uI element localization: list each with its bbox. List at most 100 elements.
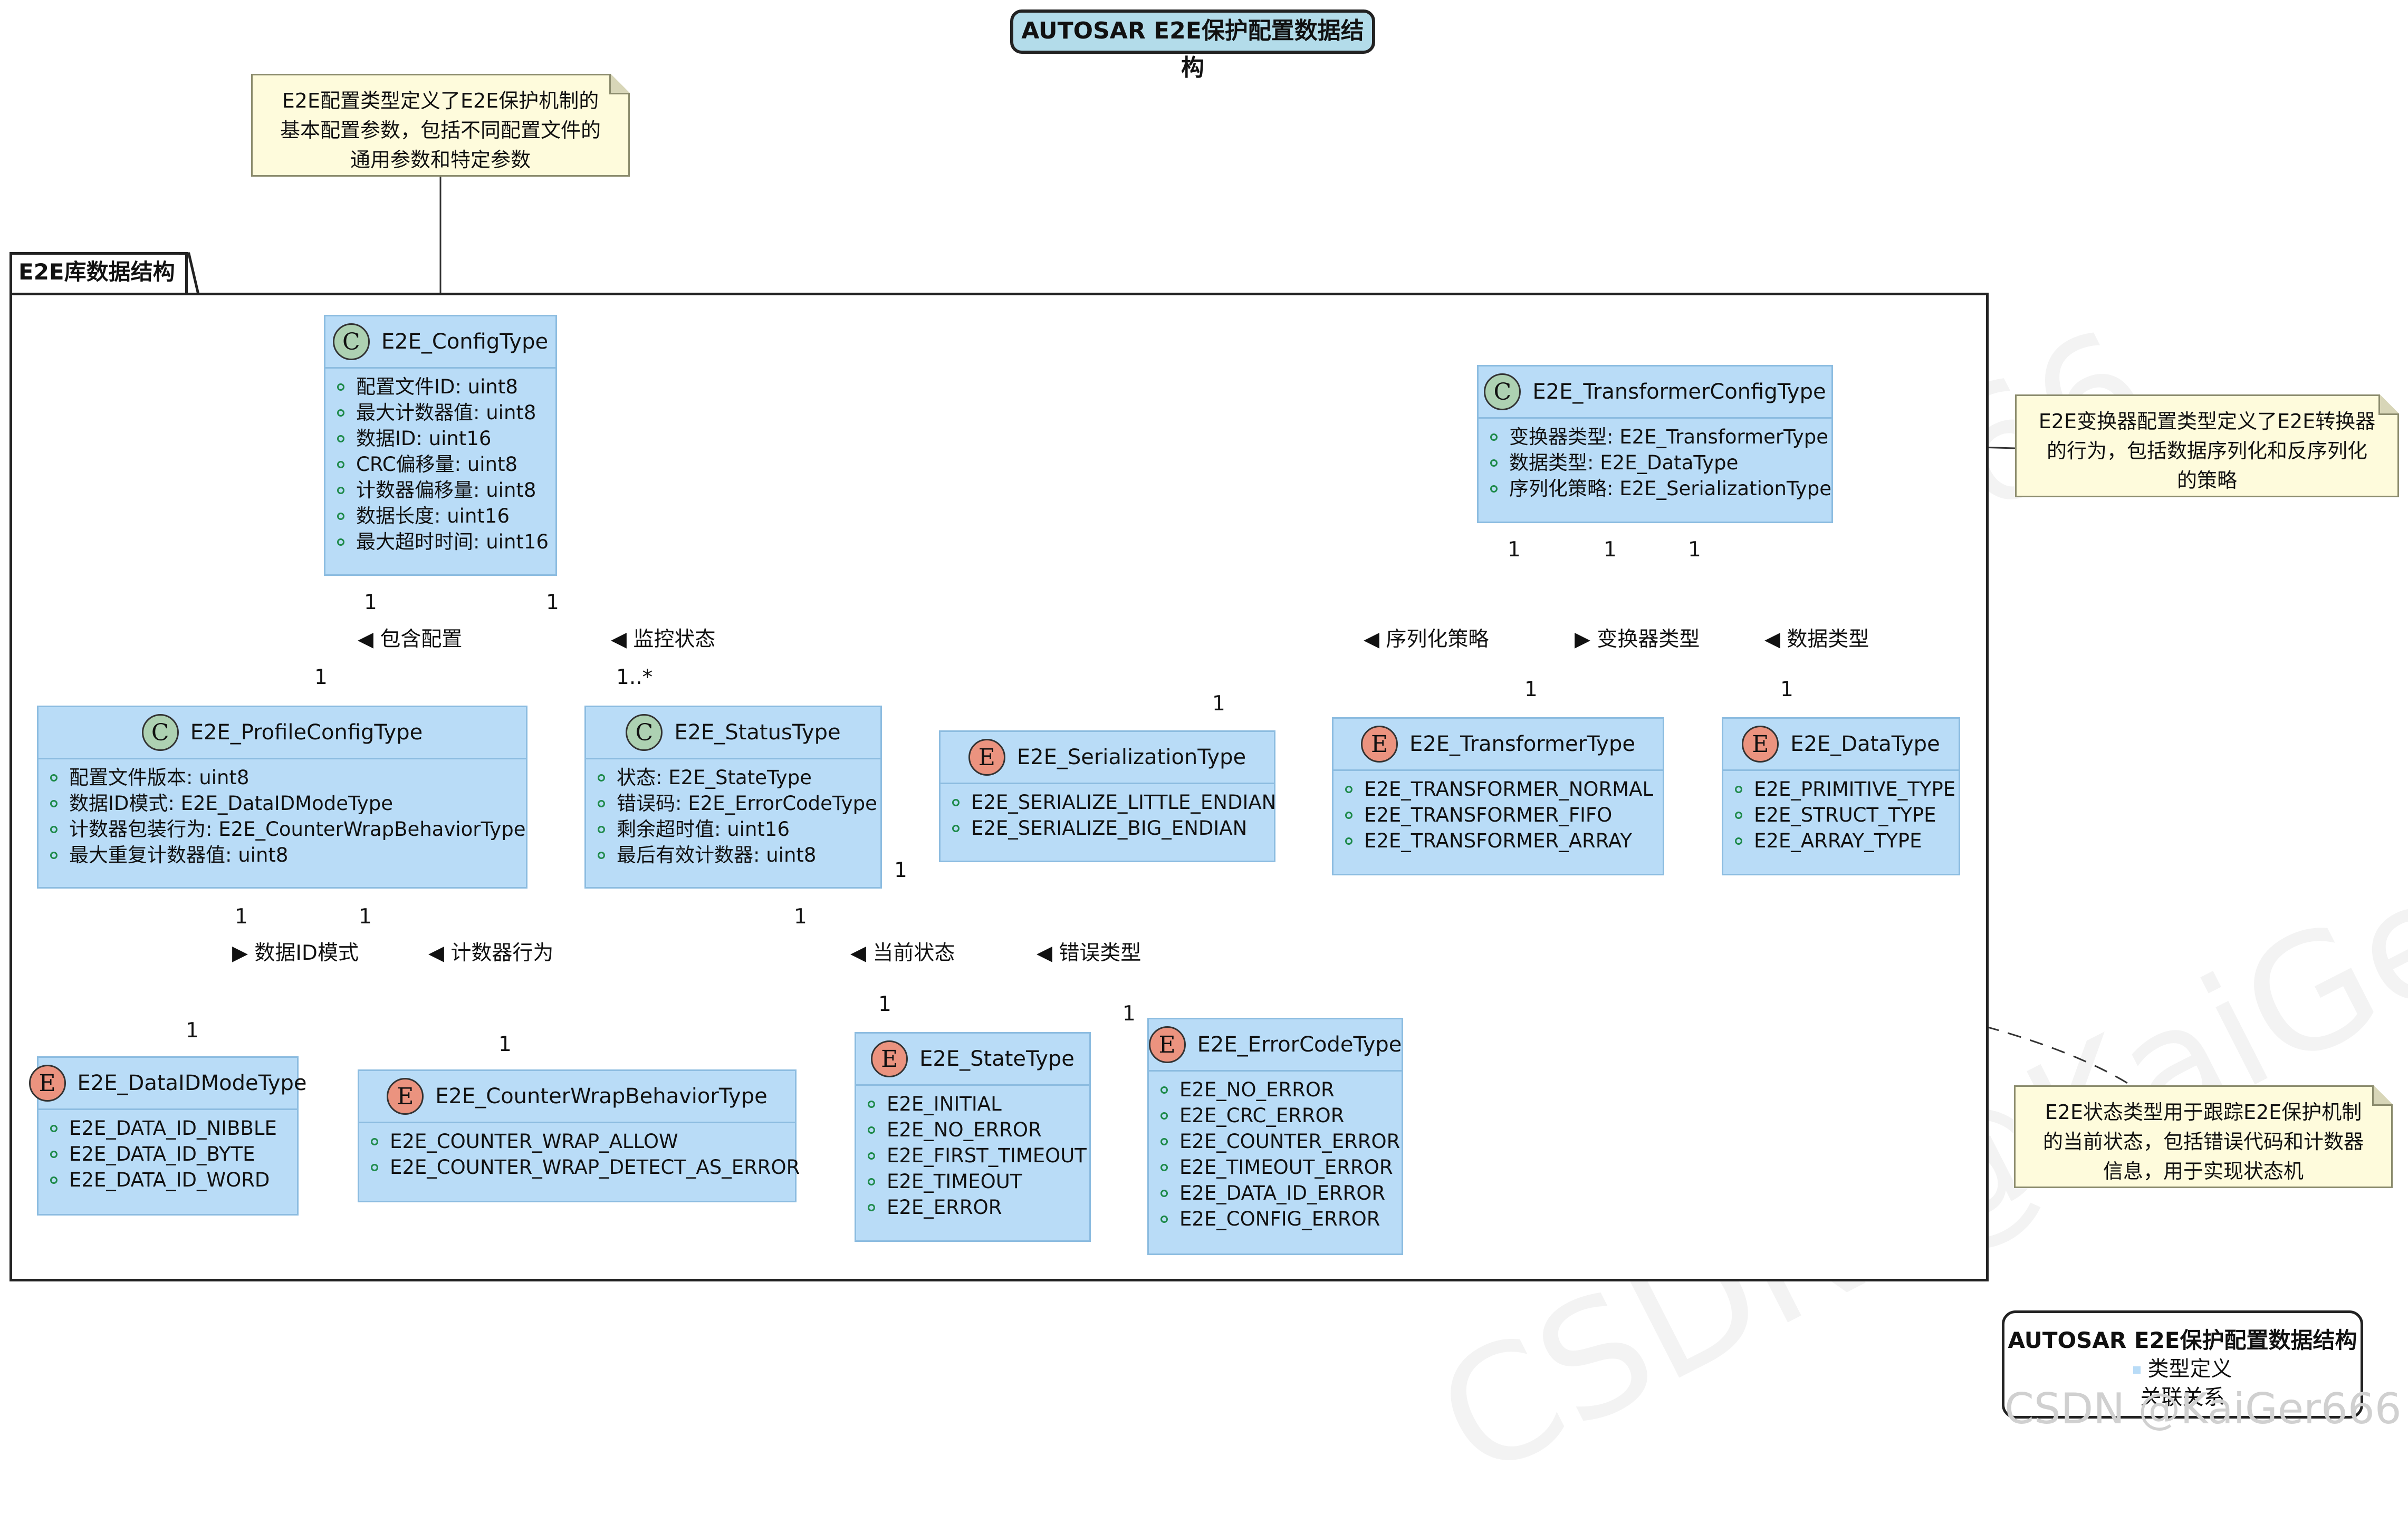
class-name: E2E_DataType: [1790, 732, 1940, 756]
field-item: E2E_COUNTER_WRAP_DETECT_AS_ERROR: [371, 1154, 800, 1180]
field-item: 计数器偏移量: uint8: [337, 477, 555, 503]
enum-serialization[interactable]: E E2E_SerializationType E2E_SERIALIZE_LI…: [939, 730, 1276, 862]
enum-badge-icon: E: [968, 739, 1005, 776]
public-field-icon: [1160, 1215, 1168, 1223]
field-item: 最大重复计数器值: uint8: [50, 842, 526, 868]
field-list: 变换器类型: E2E_TransformerType 数据类型: E2E_Dat…: [1479, 419, 1831, 510]
relation-label-current-state: ◀ 当前状态: [850, 941, 955, 965]
diagram-title: AUTOSAR E2E保护配置数据结构: [1010, 9, 1375, 81]
note-config: E2E配置类型定义了E2E保护机制的 基本配置参数，包括不同配置文件的 通用参数…: [251, 74, 630, 177]
class-name: E2E_StateType: [919, 1047, 1075, 1071]
class-name: E2E_ErrorCodeType: [1197, 1033, 1402, 1057]
multiplicity: 1: [894, 859, 907, 882]
enum-badge-icon: E: [1148, 1026, 1186, 1063]
enum-dataid-mode[interactable]: E E2E_DataIDModeType E2E_DATA_ID_NIBBLE …: [28, 1056, 306, 1216]
direction-arrow-icon: ◀: [850, 941, 866, 965]
field-item: E2E_INITIAL: [868, 1091, 1089, 1117]
field-list: E2E_SERIALIZE_LITTLE_ENDIAN E2E_SERIALIZ…: [941, 784, 1276, 850]
field-item: E2E_ERROR: [868, 1194, 1089, 1220]
multiplicity: 1: [1508, 538, 1521, 562]
public-field-icon: [337, 383, 344, 391]
multiplicity: 1: [186, 1019, 199, 1043]
public-field-icon: [1160, 1189, 1168, 1197]
class-name: E2E_TransformerType: [1409, 732, 1635, 756]
legend-swatch-icon: [2133, 1366, 2141, 1374]
enum-counter-wrap[interactable]: E E2E_CounterWrapBehaviorType E2E_COUNTE…: [358, 1069, 800, 1202]
public-field-icon: [337, 409, 344, 417]
multiplicity: 1: [546, 591, 559, 614]
note-connector-status: [881, 881, 2129, 1085]
public-field-icon: [337, 486, 344, 494]
multiplicity: 1..*: [616, 666, 653, 689]
public-field-icon: [50, 825, 57, 833]
watermark-corner: CSDN @KaiGer666: [2004, 1384, 2402, 1433]
class-badge-icon: C: [1484, 373, 1521, 410]
class-transformer-config[interactable]: C E2E_TransformerConfigType 变换器类型: E2E_T…: [1477, 365, 1833, 523]
field-item: 序列化策略: E2E_SerializationType: [1490, 476, 1831, 502]
class-status[interactable]: C E2E_StatusType 状态: E2E_StateType 错误码: …: [584, 706, 882, 889]
direction-arrow-icon: ▶: [1575, 628, 1590, 651]
enum-badge-icon: E: [1361, 726, 1398, 763]
note-fold: [2378, 394, 2399, 415]
public-field-icon: [868, 1100, 875, 1108]
enum-badge-icon: E: [871, 1040, 908, 1077]
class-badge-icon: C: [141, 714, 179, 751]
public-field-icon: [50, 774, 57, 782]
field-item: 状态: E2E_StateType: [598, 765, 880, 790]
relation-label-include-config: ◀ 包含配置: [358, 628, 463, 651]
field-list: 配置文件ID: uint8 最大计数器值: uint8 数据ID: uint16…: [325, 369, 555, 563]
note-transformer: E2E变换器配置类型定义了E2E转换器 的行为，包括数据序列化和反序列化 的策略: [2015, 394, 2399, 497]
field-item: 数据ID: uint16: [337, 426, 555, 451]
direction-arrow-icon: ◀: [428, 941, 444, 965]
field-item: 最大超时时间: uint16: [337, 529, 555, 555]
relation-label-transformer-kind: ▶ 变换器类型: [1575, 628, 1700, 651]
enum-state-type[interactable]: E E2E_StateType E2E_INITIAL E2E_NO_ERROR…: [855, 1032, 1091, 1242]
class-profile-config[interactable]: C E2E_ProfileConfigType 配置文件版本: uint8 数据…: [37, 706, 527, 889]
public-field-icon: [1490, 433, 1498, 441]
enum-data-type[interactable]: E E2E_DataType E2E_PRIMITIVE_TYPE E2E_ST…: [1722, 717, 1960, 875]
public-field-icon: [868, 1126, 875, 1134]
legend-item-type-definition: 类型定义: [2004, 1355, 2361, 1383]
public-field-icon: [868, 1178, 875, 1185]
public-field-icon: [868, 1203, 875, 1211]
direction-arrow-icon: ◀: [1037, 941, 1052, 965]
public-field-icon: [952, 824, 960, 832]
public-field-icon: [868, 1152, 875, 1160]
legend-title: AUTOSAR E2E保护配置数据结构: [2008, 1327, 2357, 1353]
note-status: E2E状态类型用于跟踪E2E保护机制 的当前状态，包括错误代码和计数器 信息，用…: [2014, 1085, 2393, 1188]
field-item: E2E_DATA_ID_WORD: [50, 1167, 297, 1193]
public-field-icon: [1345, 811, 1352, 819]
field-item: 数据长度: uint16: [337, 503, 555, 529]
public-field-icon: [371, 1137, 378, 1145]
public-field-icon: [1735, 837, 1742, 845]
class-header: E E2E_StateType: [856, 1034, 1089, 1086]
public-field-icon: [50, 1124, 57, 1132]
field-item: E2E_TRANSFORMER_ARRAY: [1345, 828, 1663, 854]
public-field-icon: [1345, 837, 1352, 845]
public-field-icon: [598, 774, 605, 782]
class-name: E2E_ProfileConfigType: [190, 720, 423, 745]
relation-label-counter-behavior: ◀ 计数器行为: [428, 941, 554, 965]
class-badge-icon: C: [332, 323, 370, 360]
public-field-icon: [1490, 459, 1498, 467]
public-field-icon: [1160, 1112, 1168, 1120]
field-item: 变换器类型: E2E_TransformerType: [1490, 424, 1831, 450]
enum-transformer-type[interactable]: E E2E_TransformerType E2E_TRANSFORMER_NO…: [1332, 717, 1664, 875]
class-header: E E2E_DataIDModeType: [28, 1058, 306, 1110]
public-field-icon: [1345, 785, 1352, 793]
class-header: E E2E_SerializationType: [941, 732, 1274, 784]
multiplicity: 1: [1688, 538, 1701, 562]
field-list: E2E_DATA_ID_NIBBLE E2E_DATA_ID_BYTE E2E_…: [39, 1110, 297, 1201]
field-item: E2E_CONFIG_ERROR: [1160, 1206, 1402, 1232]
multiplicity: 1: [359, 905, 372, 929]
multiplicity: 1: [1604, 538, 1617, 562]
field-list: E2E_TRANSFORMER_NORMAL E2E_TRANSFORMER_F…: [1333, 771, 1663, 862]
enum-error-code[interactable]: E E2E_ErrorCodeType E2E_NO_ERROR E2E_CRC…: [1147, 1018, 1403, 1255]
direction-arrow-icon: ◀: [1364, 628, 1379, 651]
field-item: E2E_TRANSFORMER_NORMAL: [1345, 776, 1663, 802]
multiplicity: 1: [235, 905, 248, 929]
public-field-icon: [50, 799, 57, 807]
public-field-icon: [50, 851, 57, 859]
class-config[interactable]: C E2E_ConfigType 配置文件ID: uint8 最大计数器值: u…: [324, 315, 557, 576]
enum-badge-icon: E: [1742, 726, 1779, 763]
